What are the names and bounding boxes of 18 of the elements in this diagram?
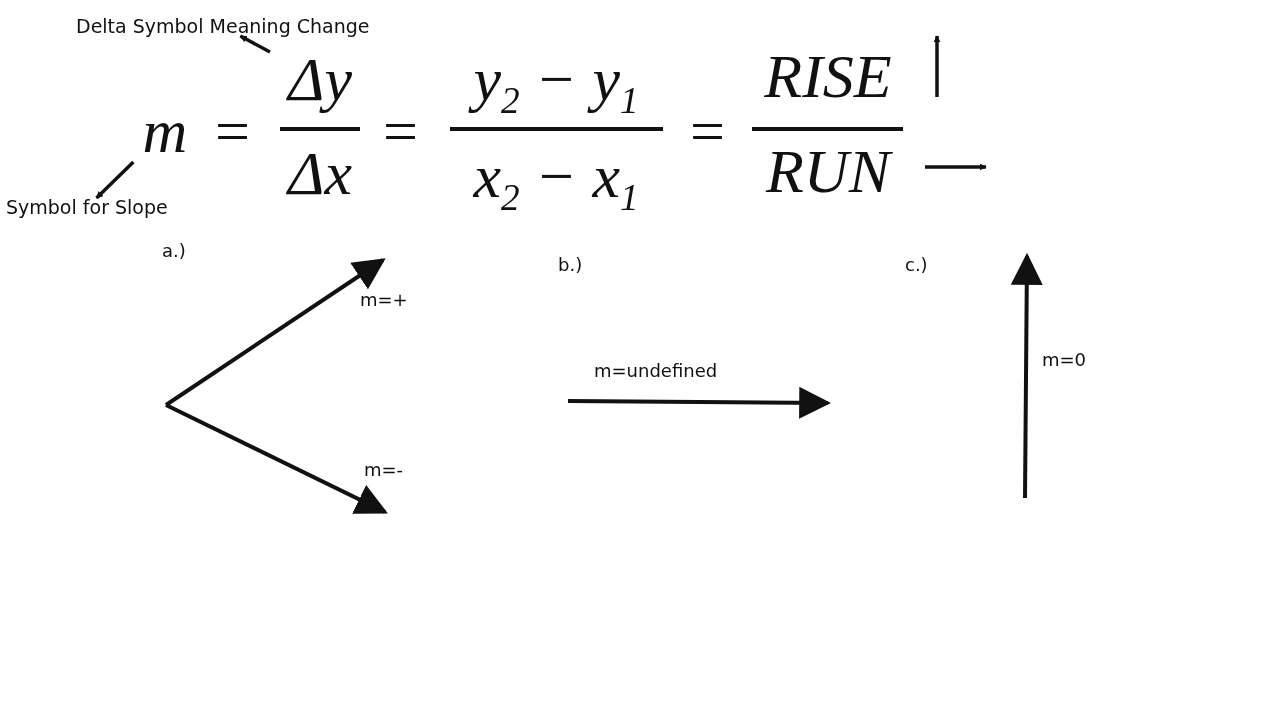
math-expression: RISE — [748, 45, 908, 107]
slope-label: m=+ — [360, 291, 408, 309]
equals-sign: = — [690, 100, 725, 162]
leader-line — [239, 34, 271, 54]
callout-text: Symbol for Slope — [6, 198, 168, 217]
slope-label: m=- — [364, 461, 404, 479]
slope-label: m=undefined — [594, 362, 718, 380]
leader-line — [95, 160, 135, 200]
panel-label: c.) — [905, 256, 928, 274]
equals-sign: = — [383, 100, 418, 162]
equals-sign: = — [215, 100, 250, 162]
callout-text: Delta Symbol Meaning Change — [76, 17, 370, 36]
math-variable: m — [120, 100, 210, 162]
panel-label: b.) — [558, 256, 583, 274]
slope-label: m=0 — [1042, 351, 1087, 369]
math-expression: RUN — [748, 140, 908, 202]
math-expression: Δx — [270, 142, 370, 204]
panel-label: a.) — [162, 242, 186, 260]
